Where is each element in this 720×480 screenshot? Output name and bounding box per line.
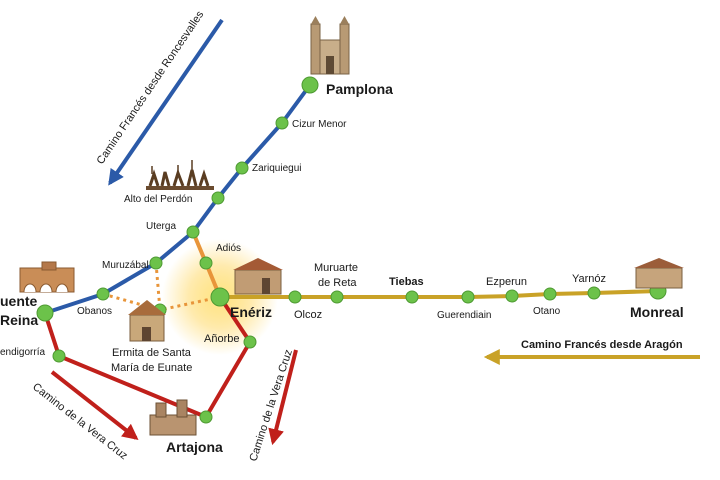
route-label-aragon: Camino Francés desde Aragón <box>521 339 683 351</box>
cathedral-icon <box>310 16 350 75</box>
label-olcoz: Olcoz <box>294 309 322 321</box>
monreal-village-icon <box>634 258 684 289</box>
route-label-vera-cruz-right: Camino de la Vera Cruz <box>247 348 295 463</box>
node-eneriz[interactable] <box>210 287 230 307</box>
node-yarnoz[interactable] <box>587 286 601 300</box>
node-adios[interactable] <box>199 256 213 270</box>
label-adios: Adiós <box>216 243 241 254</box>
node-cizur-menor[interactable] <box>275 116 289 130</box>
label-obanos: Obanos <box>77 306 112 317</box>
node-tiebas[interactable] <box>405 290 419 304</box>
node-olcoz[interactable] <box>288 290 302 304</box>
castle-icon <box>149 399 197 436</box>
label-muruarte-2: de Reta <box>318 277 357 289</box>
label-guerendiain: Guerendiain <box>437 310 491 321</box>
node-muruarte-de-reta[interactable] <box>330 290 344 304</box>
label-monreal: Monreal <box>630 304 684 320</box>
label-puente-reina-1: uente <box>0 293 38 309</box>
node-ezperun[interactable] <box>505 289 519 303</box>
label-pamplona: Pamplona <box>326 81 393 97</box>
label-eneriz: Enériz <box>230 304 272 320</box>
label-uterga: Uterga <box>146 221 176 232</box>
vera-cruz-left-arrow <box>50 370 139 440</box>
label-eunate-2: María de Eunate <box>111 362 192 374</box>
church-icon <box>128 300 166 342</box>
camino-frances-roncesvalles-path <box>44 83 312 315</box>
village-icon[interactable] <box>233 258 283 295</box>
label-yarnoz: Yarnóz <box>572 273 606 285</box>
label-anorbe: Añorbe <box>204 333 239 345</box>
label-puente-reina-2: Reina <box>0 312 38 328</box>
node-otano[interactable] <box>543 287 557 301</box>
label-muruzabal: Muruzábal <box>102 260 149 271</box>
vera-cruz-right-arrow <box>268 349 298 446</box>
bridge-icon <box>19 261 75 293</box>
node-muruzabal[interactable] <box>149 256 163 270</box>
node-obanos[interactable] <box>96 287 110 301</box>
node-zariquiegui[interactable] <box>235 161 249 175</box>
label-otano: Otano <box>533 306 561 317</box>
label-eunate-1: Ermita de Santa <box>112 347 192 359</box>
label-mendigorria: endigorría <box>0 347 45 358</box>
node-anorbe[interactable] <box>243 335 257 349</box>
eunate-dotted-path <box>102 292 221 312</box>
pilgrim-sculpture-icon <box>146 160 214 190</box>
muruzabal-eunate-dotted-path <box>154 262 162 311</box>
label-zariquiegui: Zariquiegui <box>252 163 301 174</box>
node-alto-del-perdon[interactable] <box>211 191 225 205</box>
node-puente-la-reina[interactable] <box>36 304 54 322</box>
label-alto-del-perdon: Alto del Perdón <box>124 194 192 205</box>
node-pamplona[interactable] <box>301 76 319 94</box>
node-guerendiain[interactable] <box>461 290 475 304</box>
label-tiebas: Tiebas <box>389 276 424 288</box>
label-muruarte-1: Muruarte <box>314 262 358 274</box>
route-label-roncesvalles: Camino Francés desde Roncesvalles <box>95 9 207 167</box>
node-uterga[interactable] <box>186 225 200 239</box>
node-artajona[interactable] <box>199 410 213 424</box>
node-mendigorria[interactable] <box>52 349 66 363</box>
roncesvalles-arrow <box>108 18 224 186</box>
label-cizur-menor: Cizur Menor <box>292 119 347 130</box>
label-ezperun: Ezperun <box>486 276 527 288</box>
label-artajona: Artajona <box>166 439 223 455</box>
